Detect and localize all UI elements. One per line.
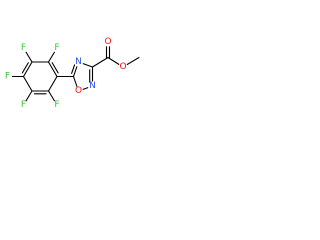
atom-label-f: F: [5, 72, 10, 82]
bond-cp-co1-second: [51, 62, 59, 74]
bond-c3-cc: [91, 56, 109, 68]
molecule-structure-diagram: F F F F F N N O: [2, 37, 140, 110]
bond-cm1-cpar-second: [21, 62, 29, 74]
atom-label-n: N: [75, 57, 82, 67]
atom-label-o: O: [104, 37, 111, 47]
atom-label-f: F: [54, 100, 59, 110]
atom-Oester: O: [118, 62, 128, 72]
atom-Ocarbonyl: O: [103, 37, 113, 47]
bond-lines: [6, 41, 140, 106]
atom-N4: N: [73, 57, 84, 67]
atom-label-f: F: [21, 43, 26, 53]
atom-label-n: N: [89, 81, 96, 91]
atom-label-f: F: [54, 43, 59, 53]
atom-F1: F: [52, 43, 62, 53]
atom-label-o: O: [75, 86, 82, 96]
atom-F5: F: [52, 100, 62, 110]
bond-cm1-cpar: [22, 61, 33, 78]
atom-F2: F: [18, 43, 29, 53]
bond-cpar-cm2: [22, 75, 33, 92]
bond-c5-n4-second: [71, 62, 76, 74]
atom-F3: F: [2, 72, 13, 82]
atom-labels: F F F F F N N O: [2, 37, 128, 110]
atom-O1: O: [73, 86, 84, 96]
atom-F4: F: [18, 100, 29, 110]
atom-label-o: O: [119, 62, 126, 72]
bond-co2-cp: [47, 75, 58, 92]
bond-cp-co1: [47, 61, 58, 78]
atom-N2: N: [87, 81, 98, 91]
atom-label-f: F: [21, 100, 26, 110]
